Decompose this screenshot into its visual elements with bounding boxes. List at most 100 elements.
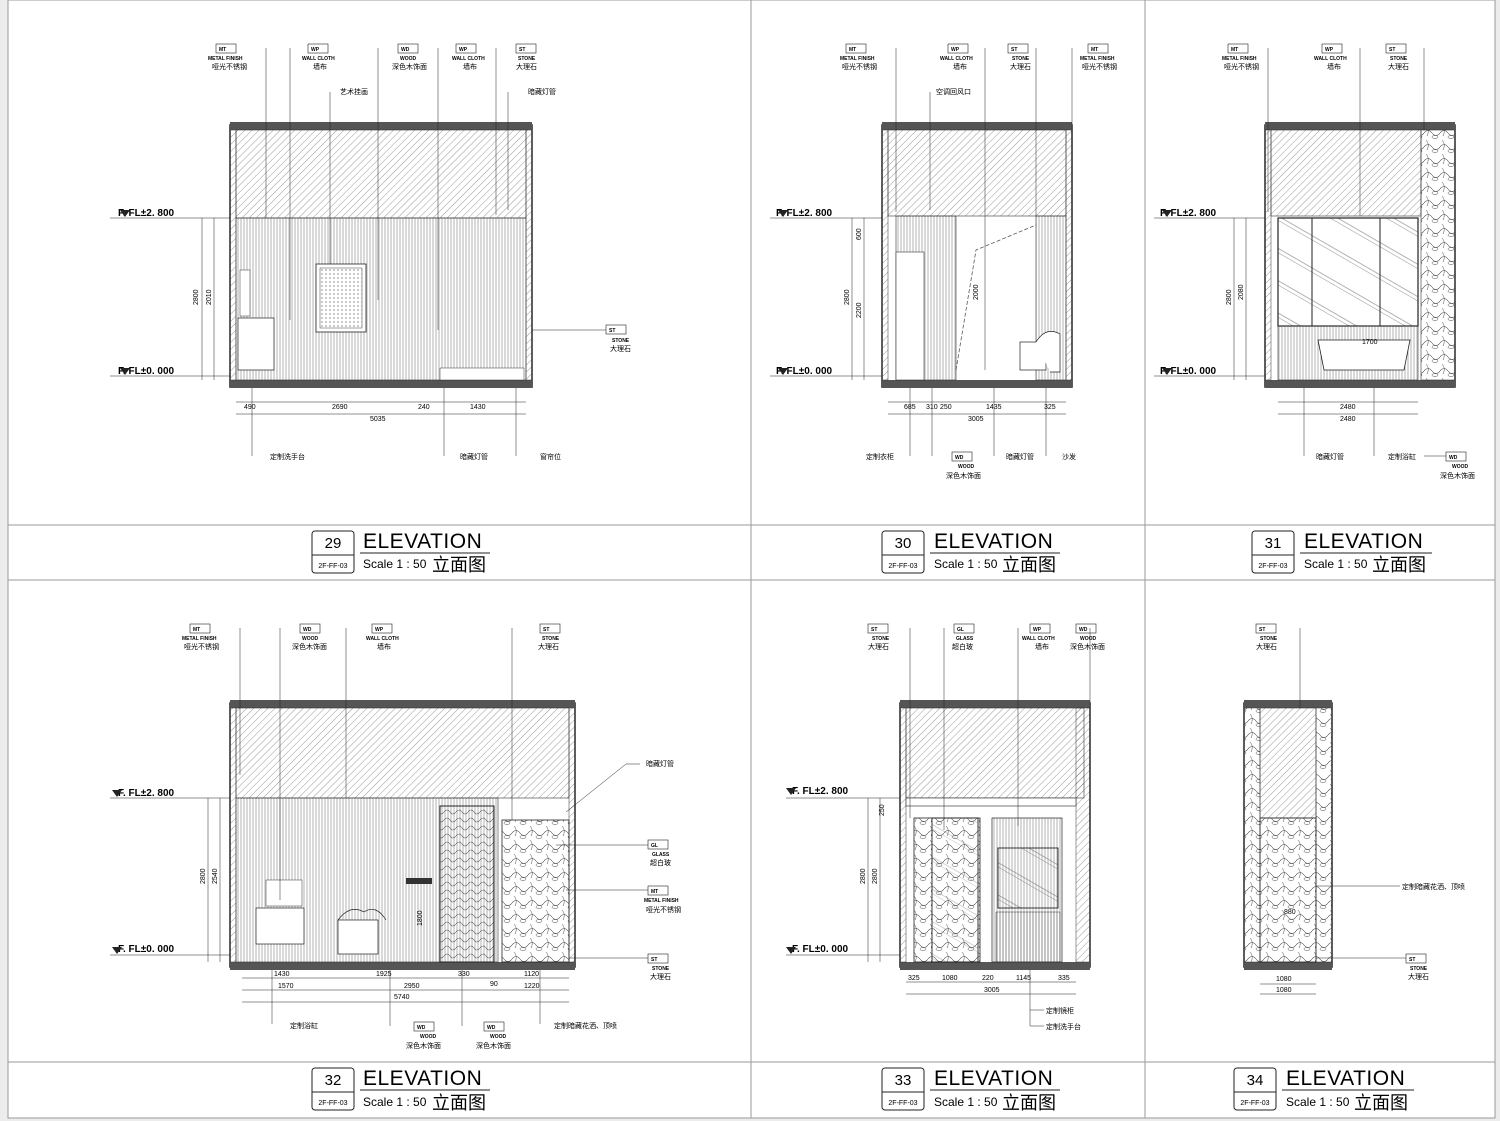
svg-text:WALL CLOTH: WALL CLOTH — [366, 636, 399, 642]
caption-31-title-cn: 立面图 — [1372, 555, 1426, 576]
svg-text:MT: MT — [1231, 47, 1238, 53]
note-33-basin: 定制洗手台 — [1046, 1022, 1081, 1031]
svg-text:WP: WP — [459, 47, 468, 53]
tag-32-wood-bottom1: WD WOOD 深色木饰面 — [389, 970, 441, 1050]
elevation-29: F. FL±2. 800 F. FL±0. 000 2800 2010 490 … — [110, 43, 631, 461]
note-30-ac: 空调回风口 — [936, 87, 971, 96]
svg-text:STONE: STONE — [872, 636, 890, 642]
svg-text:WD: WD — [1449, 455, 1458, 461]
tag-33-glass: GL GLASS 超白玻 — [952, 623, 975, 651]
dim-32-d: 1120 — [524, 971, 539, 978]
tag-32-wood-bottom2: WD WOOD 深色木饰面 — [461, 970, 511, 1050]
svg-text:ST: ST — [1011, 47, 1017, 53]
dim-29-total: 5035 — [370, 416, 386, 423]
tag-31-metal: MT METAL FINISH 哑光不锈钢 — [1222, 43, 1259, 71]
svg-text:大理石: 大理石 — [516, 62, 537, 71]
caption-31-title: ELEVATION — [1304, 530, 1423, 553]
dim-32-g: 90 — [490, 981, 498, 988]
elevation-32: F. FL±2. 800 F. FL±0. 000 2800 2540 1800… — [110, 623, 681, 1050]
dim-31-b: 2480 — [1340, 416, 1356, 423]
level-top-31: F. FL±2. 800 — [1160, 208, 1217, 219]
svg-text:WOOD: WOOD — [490, 1034, 506, 1040]
dim-33-e: 335 — [1058, 975, 1070, 982]
svg-text:大理石: 大理石 — [868, 642, 889, 651]
svg-text:墙布: 墙布 — [1327, 62, 1341, 71]
dim-33-a: 325 — [908, 975, 920, 982]
svg-text:深色木饰面: 深色木饰面 — [1440, 471, 1475, 480]
svg-text:深色木饰面: 深色木饰面 — [392, 62, 427, 71]
caption-34: 34 2F-FF-03 ELEVATION Scale 1 : 50 立面图 — [1233, 1067, 1414, 1114]
caption-29-number: 29 — [325, 535, 342, 552]
caption-32-title: ELEVATION — [363, 1067, 482, 1090]
note-30-sofa: 沙发 — [1062, 452, 1076, 461]
caption-30-number: 30 — [895, 535, 912, 552]
svg-text:深色木饰面: 深色木饰面 — [1070, 642, 1105, 651]
tag-31-wallcloth: WP WALL CLOTH 墙布 — [1314, 43, 1347, 71]
svg-text:墙布: 墙布 — [463, 62, 477, 71]
svg-text:MT: MT — [849, 47, 856, 53]
svg-text:METAL FINISH: METAL FINISH — [208, 56, 243, 62]
dim-30-total: 3005 — [968, 416, 984, 423]
dim-31-tub: 1700 — [1362, 339, 1378, 346]
svg-text:WP: WP — [1033, 627, 1042, 633]
note-29-curtain: 窗帘位 — [540, 452, 561, 461]
caption-33-title: ELEVATION — [934, 1067, 1053, 1090]
svg-text:ST: ST — [519, 47, 525, 53]
dim-32-b: 1925 — [376, 971, 392, 978]
tag-30-metal: MT METAL FINISH 哑光不锈钢 — [840, 43, 877, 71]
svg-text:大理石: 大理石 — [610, 344, 631, 353]
dim-32-a: 1430 — [274, 971, 290, 978]
svg-text:METAL FINISH: METAL FINISH — [182, 636, 217, 642]
level-markers — [112, 210, 1172, 954]
svg-text:STONE: STONE — [1410, 966, 1428, 972]
dim-32-h2: 2540 — [212, 868, 219, 884]
svg-text:深色木饰面: 深色木饰面 — [946, 471, 981, 480]
svg-text:WOOD: WOOD — [420, 1034, 436, 1040]
svg-text:大理石: 大理石 — [1388, 62, 1409, 71]
svg-text:WALL CLOTH: WALL CLOTH — [940, 56, 973, 62]
caption-29-title: ELEVATION — [363, 530, 482, 553]
tag-29-stone-right: ST STONE 大理石 — [532, 324, 631, 353]
svg-text:WP: WP — [951, 47, 960, 53]
svg-text:墙布: 墙布 — [313, 62, 327, 71]
svg-text:METAL FINISH: METAL FINISH — [644, 898, 679, 904]
svg-text:ST: ST — [651, 957, 657, 963]
caption-33-sheet: 2F-FF-03 — [888, 1100, 917, 1107]
svg-text:哑光不锈钢: 哑光不锈钢 — [646, 905, 681, 914]
level-top-33: F. FL±2. 800 — [792, 786, 849, 797]
note-31-bathtub: 定制浴缸 — [1388, 452, 1416, 461]
tag-32-metal: MT METAL FINISH 哑光不锈钢 — [182, 623, 219, 651]
level-top-30: F. FL±2. 800 — [776, 208, 833, 219]
dim-29-a: 490 — [244, 404, 256, 411]
svg-text:STONE: STONE — [612, 338, 630, 344]
svg-text:STONE: STONE — [1260, 636, 1278, 642]
svg-text:WD: WD — [417, 1025, 426, 1031]
tag-33-wallcloth: WP WALL CLOTH 墙布 — [1022, 623, 1055, 651]
svg-text:STONE: STONE — [1390, 56, 1408, 62]
caption-29-sheet: 2F-FF-03 — [318, 563, 347, 570]
tag-32-wallcloth: WP WALL CLOTH 墙布 — [366, 623, 399, 651]
svg-text:WD: WD — [401, 47, 410, 53]
dim-33-c: 220 — [982, 975, 994, 982]
svg-text:STONE: STONE — [518, 56, 536, 62]
dim-32-total: 5740 — [394, 994, 410, 1001]
caption-32: 32 2F-FF-03 ELEVATION Scale 1 : 50 立面图 — [311, 1067, 490, 1114]
svg-text:GL: GL — [957, 627, 964, 633]
caption-31-scale: Scale 1 : 50 — [1304, 557, 1368, 571]
dim-33-h2: 2800 — [872, 868, 879, 884]
dim-31-h1: 2800 — [1226, 289, 1233, 305]
tag-32-stone: ST STONE 大理石 — [538, 623, 561, 651]
svg-text:大理石: 大理石 — [1256, 642, 1277, 651]
note-32-lamp: 暗藏灯管 — [646, 759, 674, 768]
dim-29-b: 2690 — [332, 404, 348, 411]
svg-text:WALL CLOTH: WALL CLOTH — [1314, 56, 1347, 62]
svg-text:GLASS: GLASS — [956, 636, 974, 642]
note-33-mirror: 定制镜柜 — [1046, 1006, 1074, 1015]
svg-text:哑光不锈钢: 哑光不锈钢 — [212, 62, 247, 71]
dim-32-door: 1800 — [417, 910, 424, 926]
svg-text:STONE: STONE — [542, 636, 560, 642]
svg-text:STONE: STONE — [652, 966, 670, 972]
svg-text:大理石: 大理石 — [1408, 972, 1429, 981]
armchair-32 — [337, 909, 387, 955]
dim-33-h3: 250 — [879, 804, 886, 816]
